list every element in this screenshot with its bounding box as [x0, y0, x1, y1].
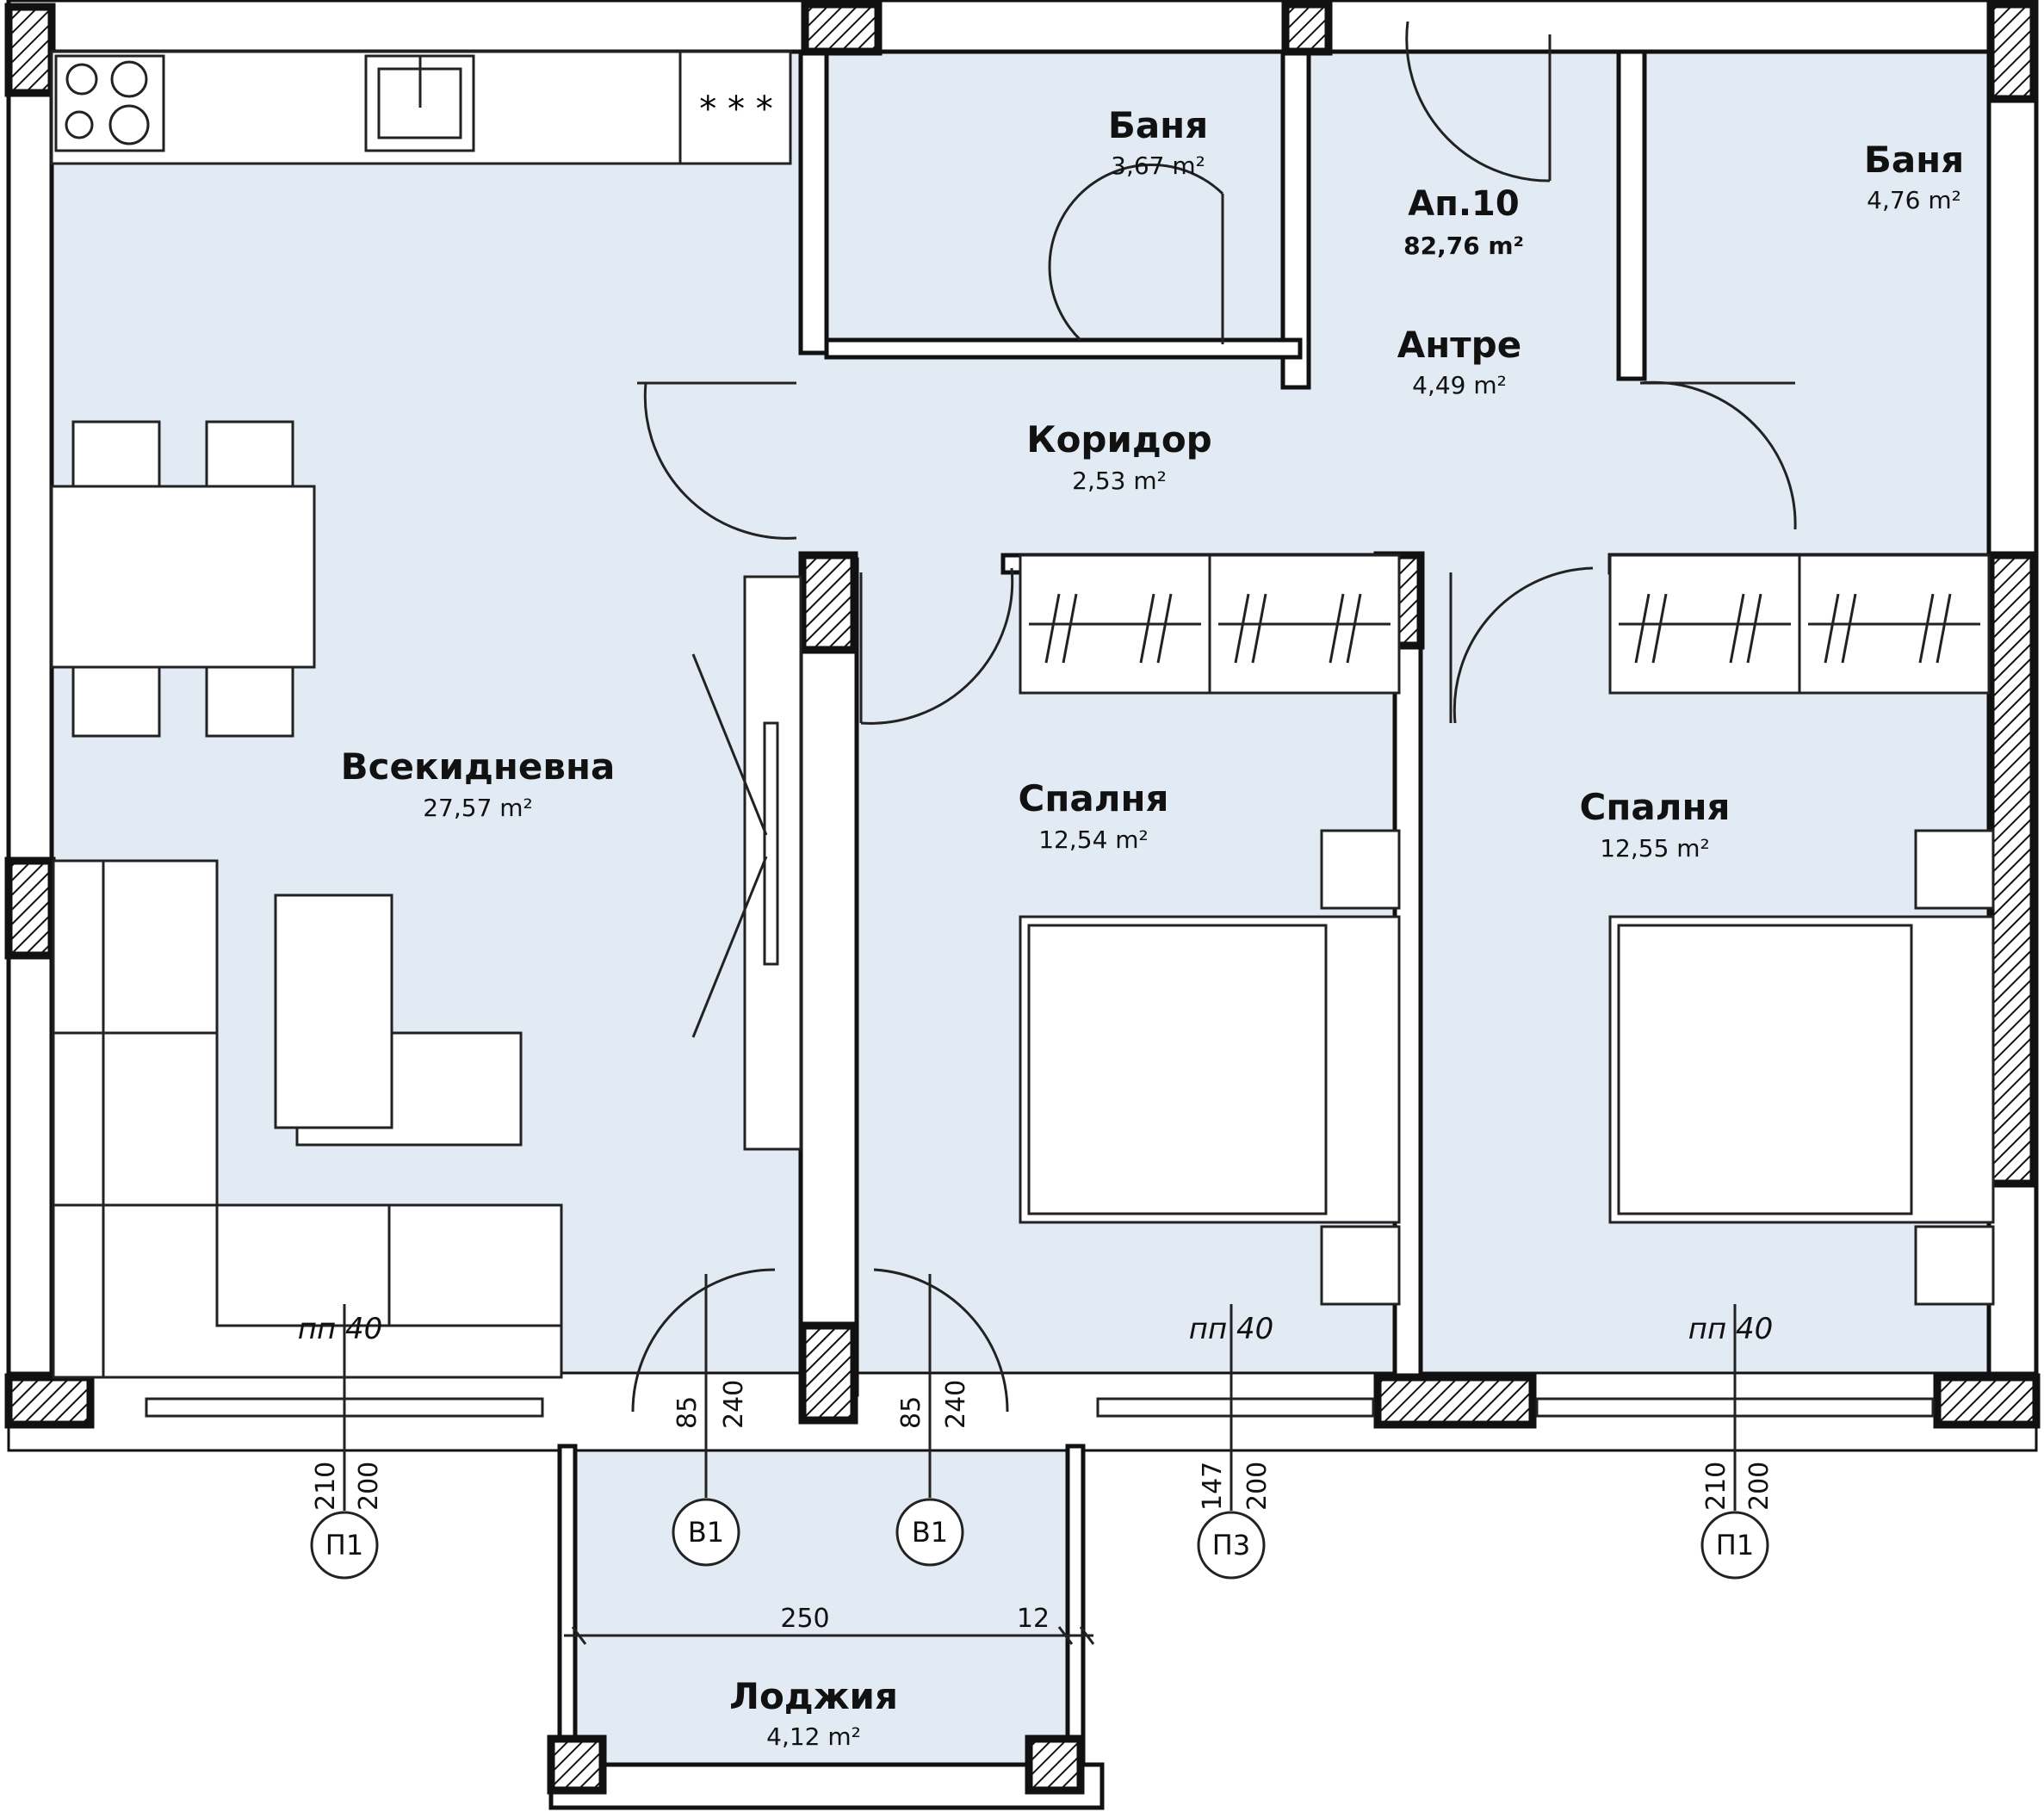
room-labels: Всекидневна 27,57 m² Баня 3,67 m² Баня 4… [341, 104, 1965, 1751]
height-p1-left: 200 [354, 1462, 384, 1511]
width-p1-left: 210 [311, 1462, 341, 1511]
bedroom2-name: Спалня [1580, 786, 1731, 828]
corridor-area: 2,53 m² [1072, 467, 1167, 495]
bedroom1-area: 12,54 m² [1038, 826, 1149, 854]
apartment-name: Ап.10 [1408, 184, 1519, 224]
loggia-dimension: 250 12 [564, 1604, 1095, 1645]
height-b1-left: 240 [719, 1380, 749, 1429]
bath1-name: Баня [1108, 104, 1208, 146]
bath2-name: Баня [1864, 139, 1964, 181]
opening-tag-p1-right: П1 [1716, 1529, 1754, 1561]
bath2-area: 4,76 m² [1867, 186, 1961, 214]
living-room-area: 27,57 m² [423, 794, 533, 822]
sill-p1-left: пп 40 [298, 1312, 383, 1346]
dining-set [50, 420, 316, 738]
sofa [52, 859, 563, 1379]
sill-p1-right: пп 40 [1688, 1312, 1774, 1346]
opening-tag-p3: П3 [1212, 1529, 1250, 1561]
sill-p3: пп 40 [1189, 1312, 1274, 1346]
svg-text:* * *: * * * [699, 90, 772, 129]
wardrobes [1019, 553, 1991, 695]
opening-tag-p1-left: П1 [325, 1529, 363, 1561]
loggia-name: Лоджия [729, 1675, 898, 1717]
opening-tag-b1-left: В1 [688, 1516, 724, 1549]
living-room-name: Всекидневна [341, 745, 616, 788]
height-b1-right: 240 [941, 1380, 971, 1429]
width-b1-left: 85 [672, 1396, 703, 1429]
doors [631, 21, 1797, 1413]
opening-tag-b1-right: В1 [912, 1516, 948, 1549]
kitchen-counter: * * * [50, 50, 792, 165]
height-p3: 200 [1242, 1462, 1273, 1511]
bedroom2-area: 12,55 m² [1600, 834, 1710, 863]
walls [6, 0, 2039, 1810]
width-p3: 147 [1198, 1462, 1228, 1511]
tv-unit [691, 575, 802, 1151]
width-p1-right: 210 [1701, 1462, 1731, 1511]
loggia-extra: 12 [1017, 1604, 1050, 1634]
height-p1-right: 200 [1744, 1462, 1775, 1511]
bath1-area: 3,67 m² [1111, 152, 1205, 180]
width-b1-right: 85 [896, 1396, 926, 1429]
floor-loggia [568, 1438, 1068, 1765]
columns [4, 0, 2041, 1795]
apartment-area: 82,76 m² [1403, 232, 1524, 260]
loggia-length: 250 [780, 1604, 829, 1634]
bedroom1-name: Спалня [1019, 777, 1169, 819]
entry-area: 4,49 m² [1412, 371, 1507, 399]
opening-tags: П1 пп 40 210 200 В1 85 240 В1 85 240 П3 … [298, 1274, 1775, 1580]
loggia-area: 4,12 m² [766, 1722, 861, 1751]
corridor-name: Коридор [1026, 418, 1212, 461]
entry-name: Антре [1397, 324, 1521, 366]
beds [1019, 829, 1995, 1306]
